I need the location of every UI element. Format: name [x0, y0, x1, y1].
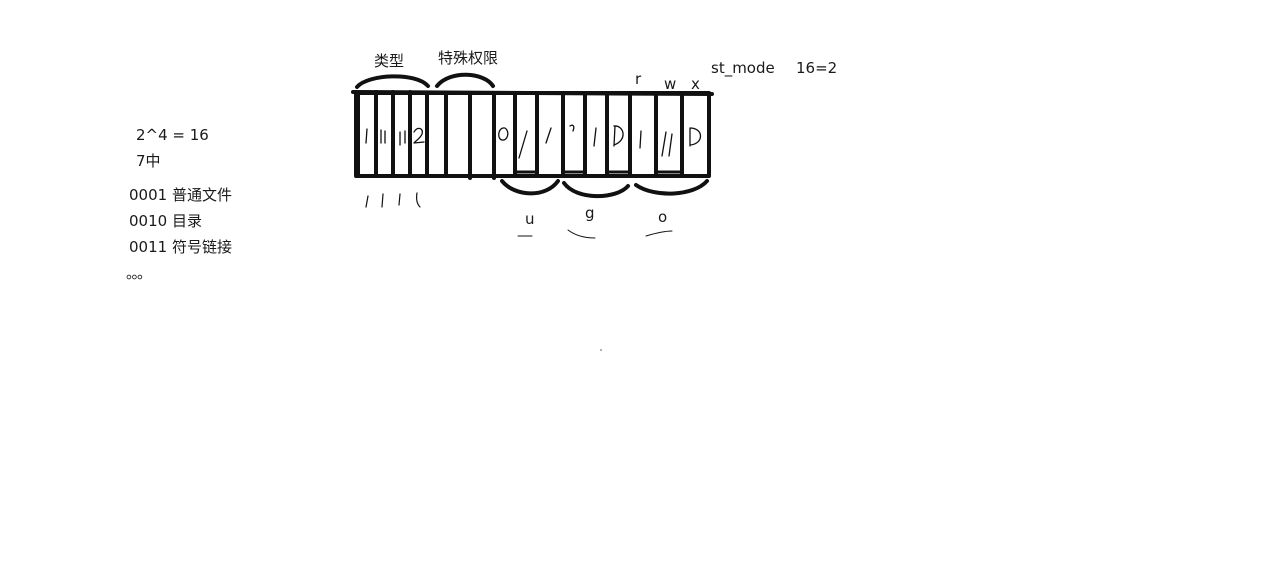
type-line-directory: 0010 目录	[129, 212, 202, 230]
special-permission-label: 特殊权限	[438, 49, 499, 67]
stray-dot	[600, 349, 602, 351]
group-brace	[562, 181, 630, 199]
special-brace	[435, 72, 495, 88]
power-note: 2^4 = 16	[136, 126, 209, 144]
bits-note: 16=2	[796, 59, 838, 77]
o-underline	[645, 230, 673, 237]
bit-register-box	[351, 90, 714, 180]
bit-digit-marks	[365, 124, 702, 159]
braces	[355, 72, 709, 351]
type-label: 类型	[374, 52, 405, 70]
type-line-symlink: 0011 符号链接	[129, 238, 232, 256]
group-label: g	[585, 204, 595, 222]
other-brace	[634, 179, 709, 196]
bottom-bit-ticks	[365, 192, 421, 208]
write-bit-label: w	[664, 75, 677, 93]
type-brace	[355, 74, 430, 89]
ellipsis-note: 。。。	[126, 264, 152, 282]
read-bit-label: r	[635, 70, 642, 88]
type-line-regular-file: 0001 普通文件	[129, 186, 232, 204]
user-brace	[500, 179, 560, 196]
seven-note: 7中	[136, 152, 161, 170]
st-mode-label: st_mode	[711, 59, 775, 77]
user-label: u	[525, 210, 535, 228]
g-underline	[567, 229, 596, 239]
other-label: o	[658, 208, 668, 226]
execute-bit-label: x	[691, 75, 700, 93]
